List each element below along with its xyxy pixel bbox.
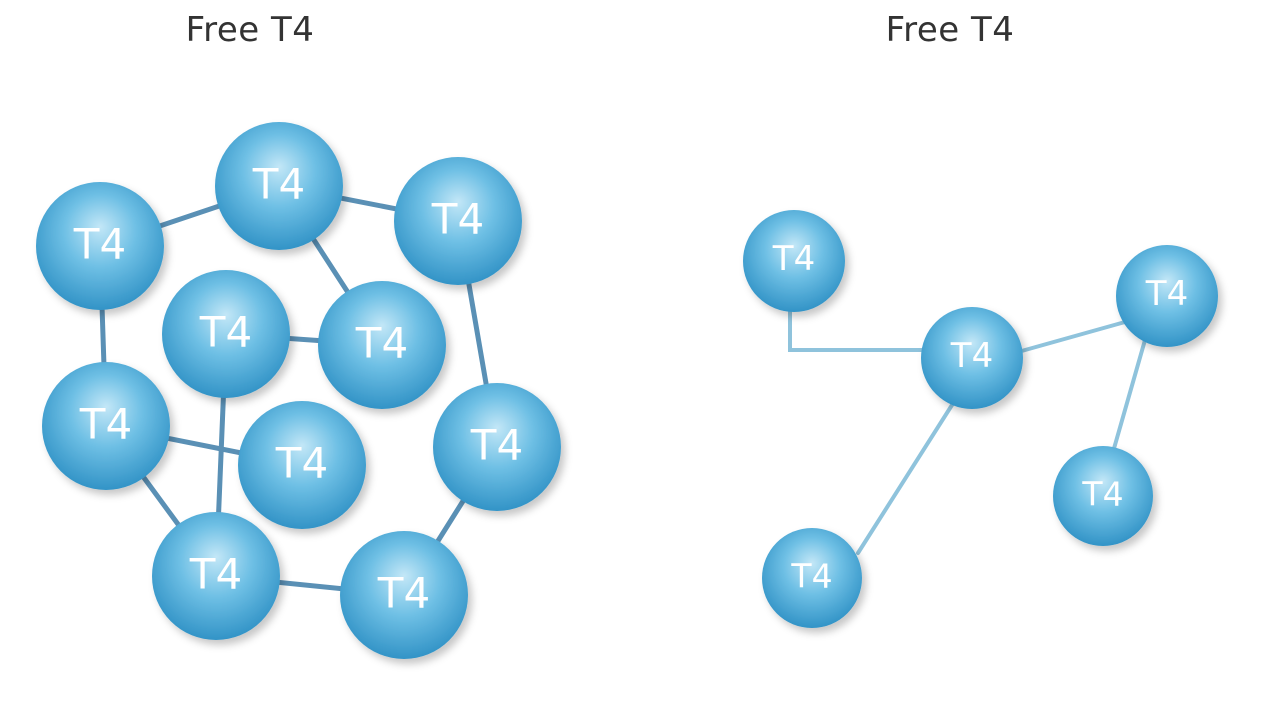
left-t4-sphere-9 <box>340 531 468 659</box>
left-t4-molecule-2: T4 <box>394 157 522 285</box>
right-t4-sphere-1 <box>921 307 1023 409</box>
right-t4-sphere-0 <box>743 210 845 312</box>
left-t4-molecule-9: T4 <box>340 531 468 659</box>
right-t4-molecule-4: T4 <box>762 528 862 628</box>
left-t4-sphere-6 <box>238 401 366 529</box>
left-t4-sphere-0 <box>36 182 164 310</box>
left-t4-label-5: T4 <box>79 400 132 449</box>
left-t4-label-9: T4 <box>377 569 430 618</box>
left-t4-label-2: T4 <box>431 195 484 244</box>
right-t4-sphere-4 <box>762 528 862 628</box>
right-t4-label-4: T4 <box>790 557 832 596</box>
left-t4-molecule-7: T4 <box>433 383 561 511</box>
left-t4-sphere-8 <box>152 512 280 640</box>
left-t4-label-1: T4 <box>252 160 305 209</box>
right-bond-1 <box>1016 320 1127 354</box>
right-t4-label-1: T4 <box>950 336 993 376</box>
right-t4-molecule-2: T4 <box>1116 245 1218 347</box>
left-t4-molecule-3: T4 <box>162 270 290 398</box>
left-panel-title: Free T4 <box>185 10 315 50</box>
right-t4-molecule-0: T4 <box>743 210 845 312</box>
right-t4-label-2: T4 <box>1145 274 1188 314</box>
left-t4-molecule-5: T4 <box>42 362 170 490</box>
right-bond-2 <box>1111 338 1147 454</box>
right-bond-3 <box>856 403 954 555</box>
left-t4-label-6: T4 <box>275 439 328 488</box>
left-t4-sphere-3 <box>162 270 290 398</box>
left-t4-label-4: T4 <box>355 319 408 368</box>
left-t4-sphere-2 <box>394 157 522 285</box>
left-t4-molecule-8: T4 <box>152 512 280 640</box>
left-t4-molecule-4: T4 <box>318 281 446 409</box>
left-t4-label-8: T4 <box>189 550 242 599</box>
right-bond-0 <box>788 303 927 352</box>
left-t4-label-0: T4 <box>73 220 126 269</box>
right-t4-molecule-3: T4 <box>1053 446 1153 546</box>
left-t4-label-3: T4 <box>199 308 252 357</box>
left-t4-sphere-4 <box>318 281 446 409</box>
right-t4-molecule-1: T4 <box>921 307 1023 409</box>
right-t4-label-0: T4 <box>772 239 815 279</box>
right-t4-label-3: T4 <box>1081 475 1123 514</box>
left-t4-sphere-5 <box>42 362 170 490</box>
left-t4-molecule-0: T4 <box>36 182 164 310</box>
right-t4-sphere-2 <box>1116 245 1218 347</box>
right-bond-group <box>788 303 1147 555</box>
right-t4-sphere-3 <box>1053 446 1153 546</box>
left-t4-sphere-7 <box>433 383 561 511</box>
left-t4-label-7: T4 <box>470 421 523 470</box>
right-panel-title: Free T4 <box>885 10 1015 50</box>
left-t4-sphere-1 <box>215 122 343 250</box>
left-t4-molecule-1: T4 <box>215 122 343 250</box>
left-t4-molecule-6: T4 <box>238 401 366 529</box>
